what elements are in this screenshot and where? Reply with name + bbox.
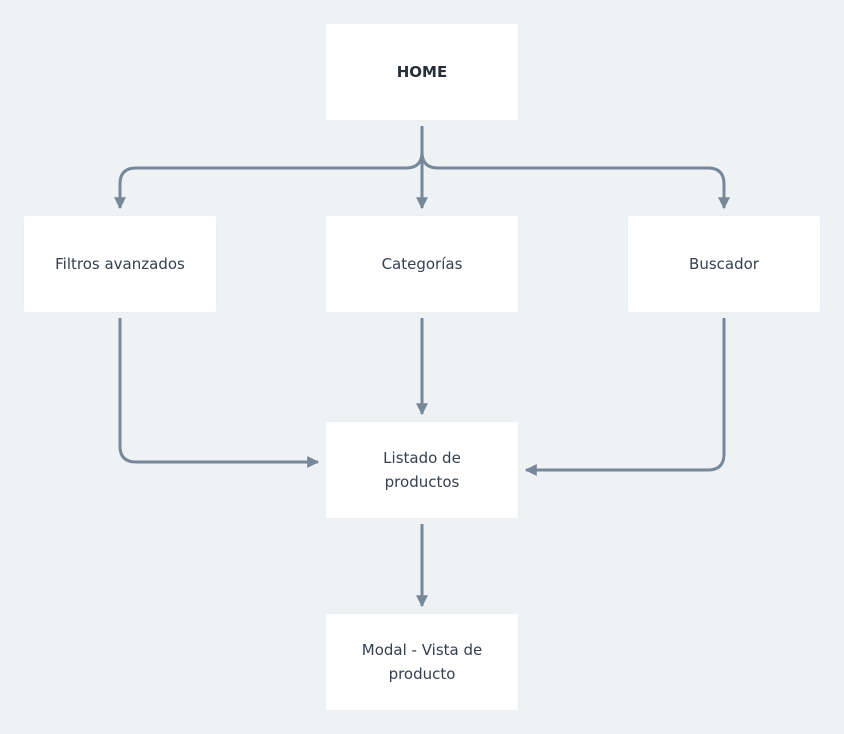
connector-buscador-listado xyxy=(524,318,726,476)
node-filtros-avanzados: Filtros avanzados xyxy=(24,216,216,312)
connector-filtros-listado xyxy=(118,318,320,468)
node-modal-vista-de-producto-label: Modal - Vista de producto xyxy=(361,641,483,683)
node-listado-de-productos-label: Listado de productos xyxy=(383,449,461,491)
node-categorias-label: Categorías xyxy=(381,255,463,273)
node-filtros-avanzados-label: Filtros avanzados xyxy=(55,255,185,273)
node-home-label: HOME xyxy=(396,63,448,81)
node-categorias: Categorías xyxy=(326,216,518,312)
connector-home-filtros xyxy=(114,151,424,210)
node-buscador: Buscador xyxy=(628,216,820,312)
node-buscador-label: Buscador xyxy=(689,255,759,273)
node-home: HOME xyxy=(326,24,518,120)
connector-home-buscador xyxy=(420,151,730,210)
node-listado-de-productos: Listado de productos xyxy=(326,422,518,518)
node-modal-vista-de-producto: Modal - Vista de producto xyxy=(326,614,518,710)
